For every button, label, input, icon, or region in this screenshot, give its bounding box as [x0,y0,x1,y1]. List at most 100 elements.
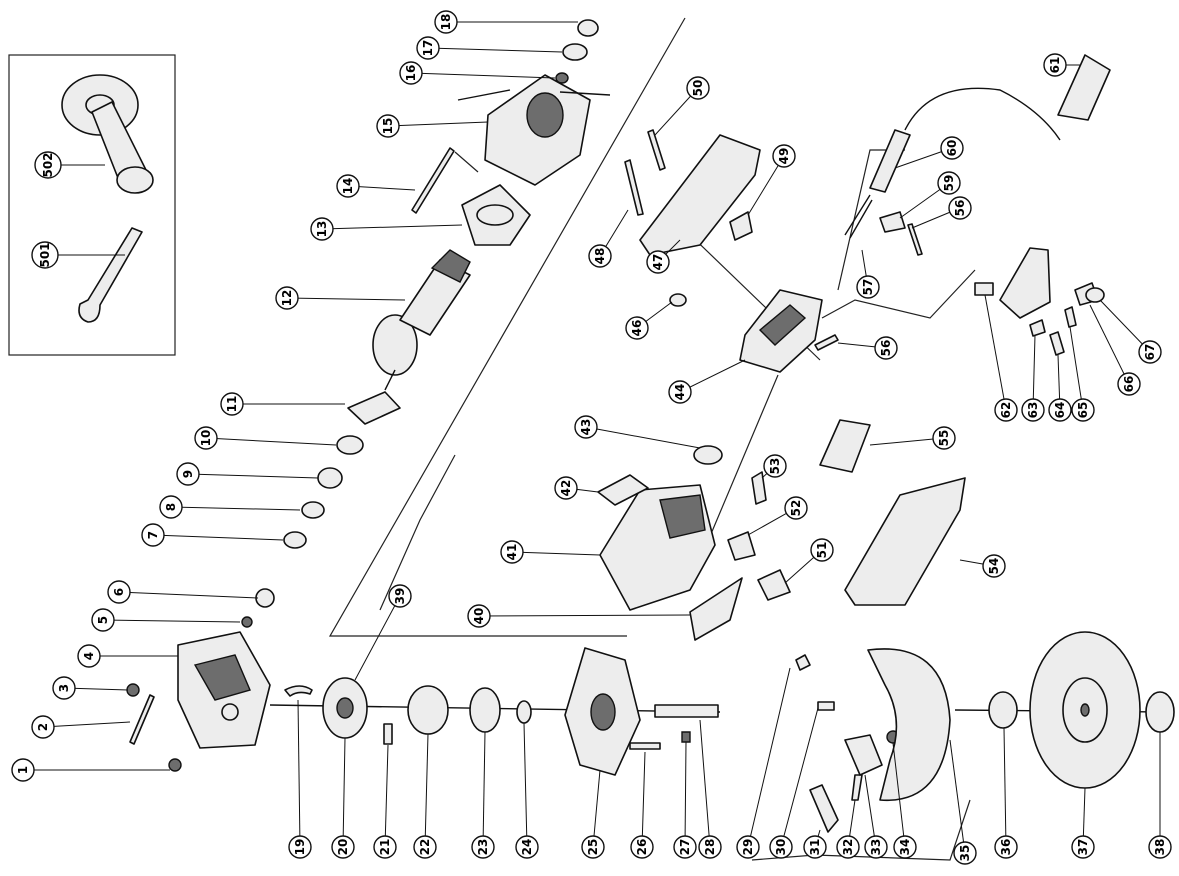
callout-c2: 2 [31,715,131,739]
part-67 [1085,287,1105,303]
callout-label-c56b: 56 [953,200,967,217]
callout-bubble-c49 [772,144,796,168]
leader-line-c2 [42,721,131,728]
callout-c59: 59 [899,171,961,219]
callout-bubble-c24 [515,835,539,859]
callout-label-c66: 66 [1122,376,1136,393]
leader-line-c12 [286,297,406,301]
callout-label-c33: 33 [869,839,883,856]
callout-bubble-c11 [220,392,244,416]
leader-line-c27 [684,741,687,848]
screw-part-14 [411,147,455,214]
callout-c53: 53 [761,454,787,479]
callout-bubble-c22 [413,835,437,859]
leader-line-c39 [354,595,401,681]
cable-clamp-part-59 [879,211,906,233]
callout-c41: 41 [500,540,601,564]
callout-bubble-c37 [1071,835,1095,859]
leader-line-c24 [523,722,528,848]
callout-bubble-c30 [769,835,793,859]
callout-label-c32: 32 [841,839,855,856]
callout-label-c1: 1 [16,766,30,774]
screw-part-56-upper [907,223,923,256]
callout-bubble-c9 [176,462,200,486]
bearing-plate-part-11 [347,391,401,425]
callout-bubble-c16 [399,61,423,85]
ring-part-43 [693,445,723,465]
callout-bubble-c33 [864,835,888,859]
callout-c18: 18 [434,10,578,34]
brush-holder-part-55 [819,419,871,473]
callout-label-c44: 44 [673,384,687,401]
callout-c13: 13 [310,217,463,241]
screw-part-1 [168,758,182,772]
callout-label-c27: 27 [678,839,692,856]
callout-c55: 55 [869,426,956,450]
callout-c28: 28 [698,719,722,859]
callout-label-c3: 3 [57,684,71,692]
rear-cover-part-44 [739,289,823,373]
callout-bubble-c46 [625,316,649,340]
rear-handle-cover-part-54 [844,477,966,606]
part-40 [689,577,743,641]
callout-bubble-c12 [275,286,299,310]
ring-part-24 [516,700,532,724]
callout-c62: 62 [984,294,1018,422]
switch-part-63-body [999,247,1051,319]
leader-line-c41 [511,551,601,556]
callout-bubble-c5 [91,608,115,632]
leader-line-c55 [869,437,945,446]
callout-label-c502: 502 [41,152,55,177]
callout-c26: 26 [630,751,654,859]
callout-label-c64: 64 [1053,402,1067,419]
spring-part-62 [974,282,994,296]
callout-label-c17: 17 [421,40,435,57]
leader-line-c44 [679,359,746,393]
callout-label-c10: 10 [199,430,213,447]
callout-bubble-c20 [331,835,355,859]
leader-line-c20 [342,737,346,848]
callout-c502: 502 [34,151,105,179]
callout-c15: 15 [376,114,489,138]
callout-label-c12: 12 [280,290,294,307]
part-52 [727,531,756,561]
callout-c20: 20 [331,737,355,859]
callout-label-c16: 16 [404,65,418,82]
callout-c10: 10 [194,426,337,450]
callout-bubble-c1 [11,758,35,782]
callout-label-c38: 38 [1153,839,1167,856]
callout-label-c53: 53 [768,458,782,475]
callout-label-c26: 26 [635,839,649,856]
callout-c64: 64 [1048,354,1072,422]
callout-label-c9: 9 [181,470,195,478]
callout-label-c50: 50 [691,80,705,97]
leader-line-c7 [152,534,284,541]
callout-label-c23: 23 [476,839,490,856]
bearing-part-23 [469,687,501,733]
callout-bubble-c59 [937,171,961,195]
inner-flange-part-36 [988,691,1018,729]
leader-line-c34 [892,742,906,848]
wheel-guard-part-35 [867,648,951,802]
callout-c42: 42 [554,476,599,500]
callout-bubble-c3 [52,676,76,700]
callout-c38: 38 [1148,732,1172,859]
callout-label-c13: 13 [315,221,329,238]
leader-line-c67 [1099,299,1151,353]
callout-label-c19: 19 [293,839,307,856]
callout-label-c15: 15 [381,118,395,135]
callout-label-c20: 20 [336,839,350,856]
callout-bubble-c28 [698,835,722,859]
callout-c48: 48 [588,209,629,268]
leader-line-c19 [297,699,301,848]
callout-c66: 66 [1089,304,1141,396]
callout-c43: 43 [574,415,701,449]
spring-part-64 [1049,331,1065,356]
callout-label-c30: 30 [774,839,788,856]
callout-bubble-c62 [994,398,1018,422]
callout-label-c14: 14 [341,178,355,195]
leader-line-c5 [102,619,241,623]
callout-label-c57: 57 [861,279,875,296]
